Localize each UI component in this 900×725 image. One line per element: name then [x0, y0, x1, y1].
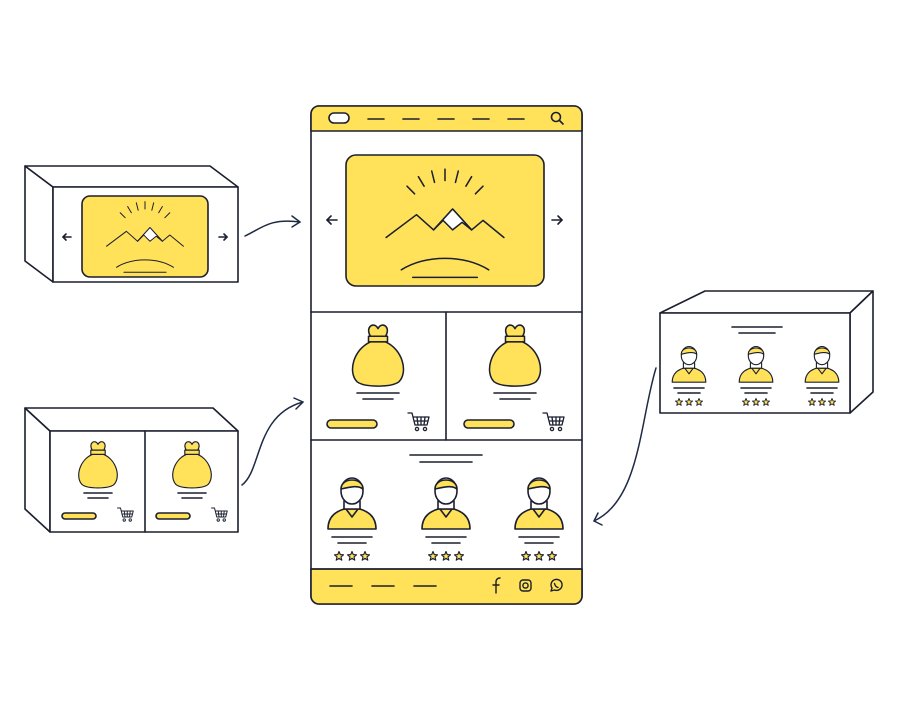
- arrow-reviews-to-phone: [593, 367, 657, 526]
- add-to-cart-button[interactable]: [326, 419, 378, 429]
- review-card: [514, 477, 564, 562]
- product-card[interactable]: [326, 324, 430, 432]
- arrow-products-to-phone: [241, 397, 304, 486]
- review-card: [804, 345, 840, 406]
- connector-arrows: [241, 215, 657, 526]
- whatsapp-icon[interactable]: [550, 578, 563, 592]
- boxed-reviews-module: [659, 290, 874, 414]
- add-to-cart-button[interactable]: [463, 419, 515, 429]
- phone-mockup: [310, 105, 583, 605]
- instagram-icon[interactable]: [519, 579, 532, 592]
- product-card: [61, 441, 134, 522]
- boxed-hero-carousel-module: [24, 165, 239, 283]
- arrow-hero-to-phone: [244, 215, 301, 237]
- review-card: [738, 345, 774, 406]
- search-icon[interactable]: [550, 111, 564, 125]
- reviews-heading: [409, 454, 483, 463]
- product-card[interactable]: [463, 324, 565, 432]
- facebook-icon[interactable]: [492, 577, 501, 594]
- arrow-right-icon: [218, 233, 228, 241]
- arrow-left-icon[interactable]: [326, 215, 338, 225]
- pill-menu-icon[interactable]: [328, 112, 350, 124]
- boxed-product-cards-module: [24, 407, 239, 533]
- arrow-left-icon: [62, 233, 72, 241]
- review-card: [671, 345, 707, 406]
- phone-footer: [310, 568, 583, 605]
- arrow-right-icon[interactable]: [551, 215, 563, 225]
- review-card: [421, 477, 471, 562]
- review-card: [327, 477, 377, 562]
- product-card: [155, 441, 228, 522]
